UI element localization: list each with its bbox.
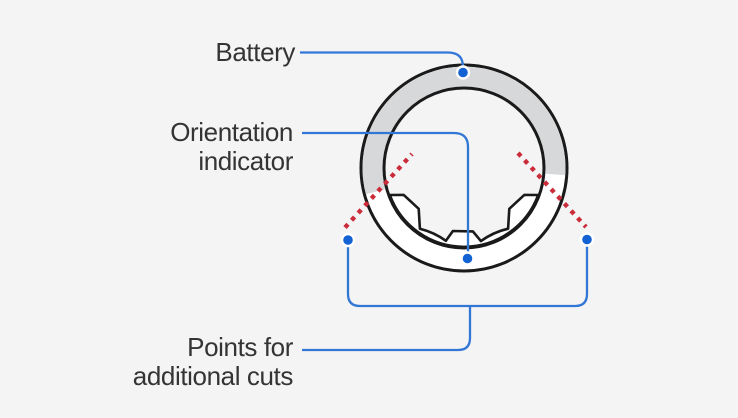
cuts-label-line2: additional cuts <box>132 361 294 391</box>
cut-point-right-icon <box>579 232 595 247</box>
points-for-additional-cuts-label: Points for additional cuts <box>132 332 294 391</box>
cuts-bracket-line <box>346 245 589 308</box>
cut-point-left-icon <box>340 232 356 248</box>
cut-line-right <box>516 151 588 229</box>
orientation-point-icon <box>460 251 475 266</box>
orientation-indicator-label: Orientation indicator <box>170 118 293 176</box>
orientation-label-line1: Orientation <box>170 117 293 147</box>
orientation-callout-line <box>302 131 470 255</box>
battery-point-icon <box>455 65 471 80</box>
inner-notch-profile <box>388 193 540 249</box>
cut-line-left <box>343 152 414 229</box>
battery-band-arc <box>362 66 566 195</box>
battery-callout-line <box>300 51 465 69</box>
cuts-label-line1: Points for <box>187 332 293 362</box>
orientation-label-line2: indicator <box>198 146 293 176</box>
cuts-stem-line <box>302 306 472 352</box>
battery-label: Battery <box>215 37 295 67</box>
